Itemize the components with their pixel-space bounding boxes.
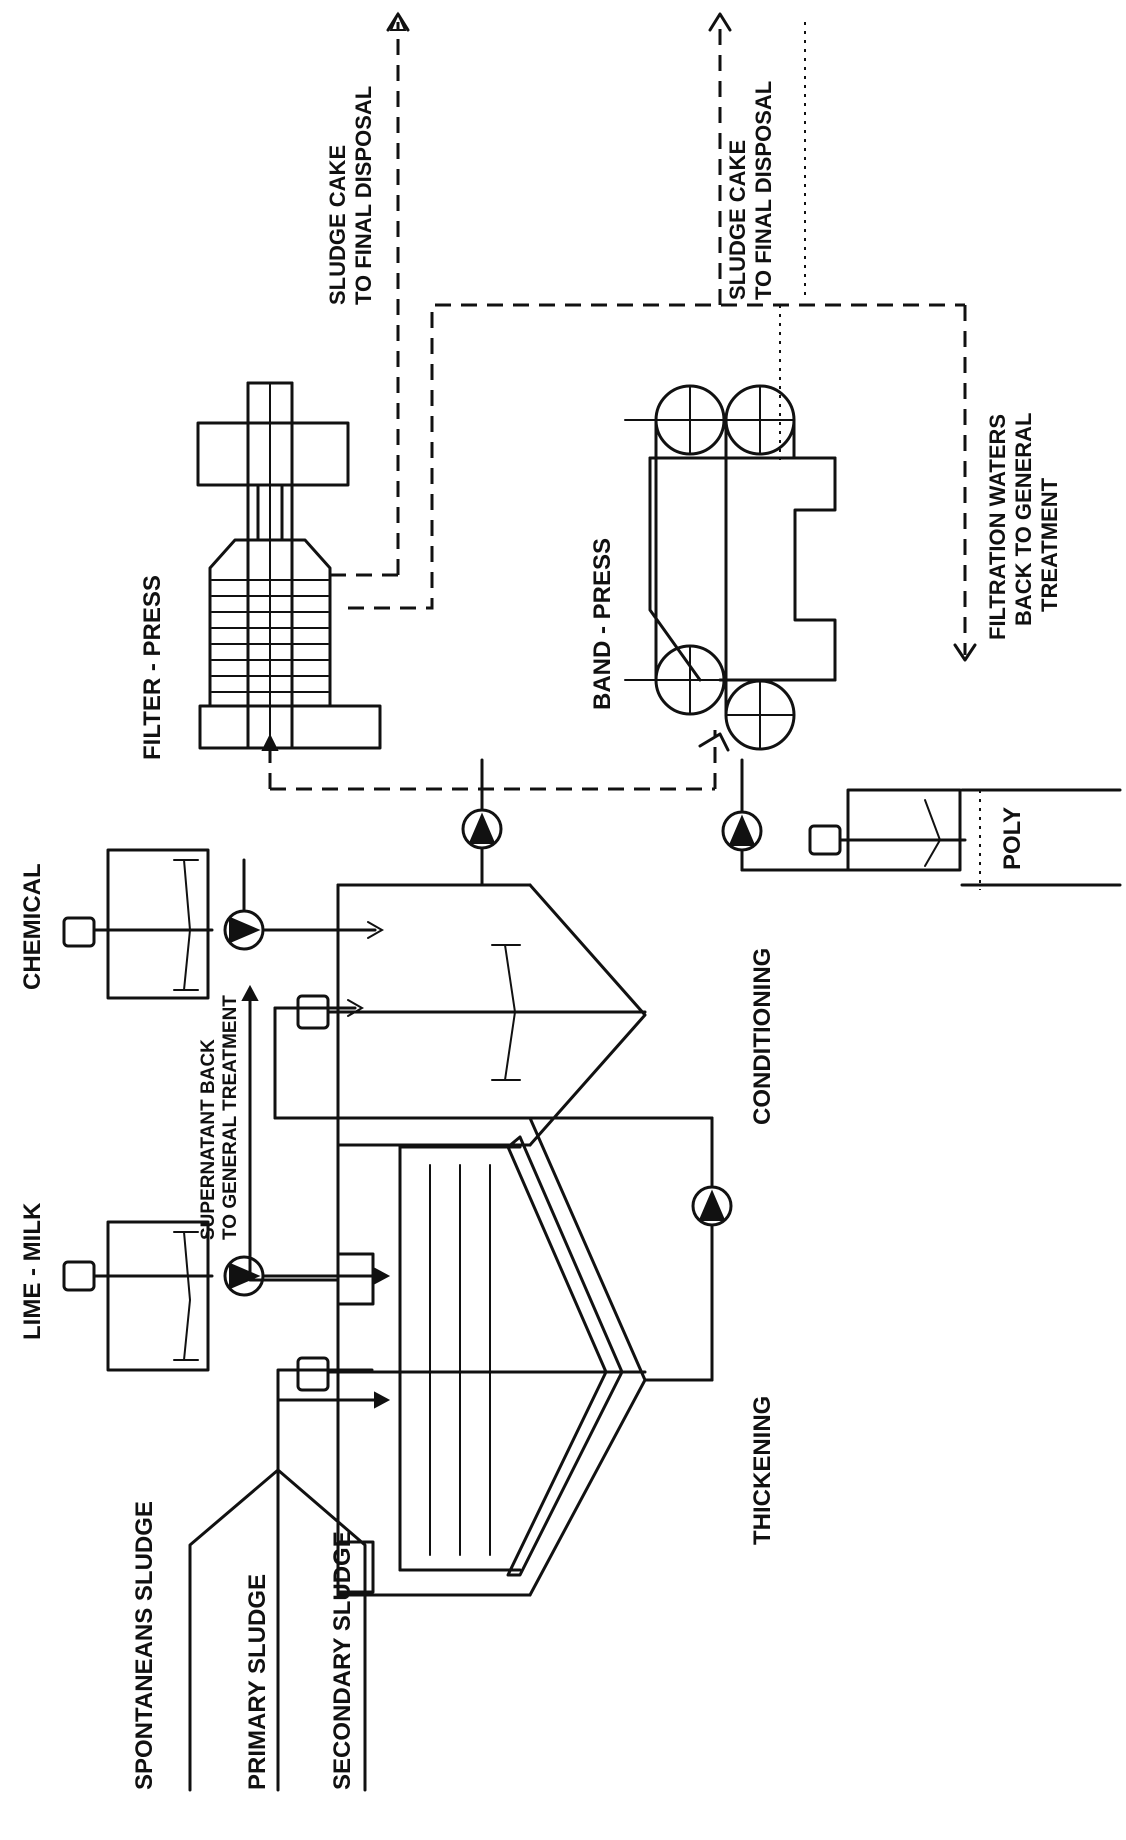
svg-text:TO FINAL DISPOSAL: TO FINAL DISPOSAL (351, 86, 376, 305)
lime-milk-pump (223, 1255, 391, 1297)
inflow-lines (188, 1368, 391, 1792)
conditioned-sludge-pump (461, 758, 503, 887)
band-press (624, 384, 837, 751)
label-conditioning: CONDITIONING (749, 948, 776, 1125)
svg-text:CONDITIONING: CONDITIONING (749, 948, 776, 1125)
svg-text:FILTER - PRESS: FILTER - PRESS (139, 575, 166, 760)
label-cake-2: SLUDGE CAKE TO FINAL DISPOSAL (725, 81, 776, 300)
filter-press (196, 381, 382, 750)
lime-milk-tank (62, 1220, 214, 1372)
label-lime-milk: LIME - MILK (19, 1202, 46, 1340)
svg-text:TO FINAL DISPOSAL: TO FINAL DISPOSAL (751, 81, 776, 300)
poly-pump (721, 758, 850, 872)
svg-text:THICKENING: THICKENING (749, 1396, 776, 1545)
conditioning-tank (296, 883, 647, 1147)
svg-text:SPONTANEANS SLUDGE: SPONTANEANS SLUDGE (131, 1501, 158, 1790)
svg-text:CHEMICAL: CHEMICAL (19, 863, 46, 990)
label-supernatant: SUPERNATANT BACK TO GENERAL TREATMENT (198, 995, 241, 1240)
svg-text:BACK TO GENERAL: BACK TO GENERAL (1011, 413, 1036, 627)
thickened-sludge-pump (273, 999, 733, 1382)
svg-text:FILTRATION WATERS: FILTRATION WATERS (985, 414, 1010, 640)
svg-text:SECONDARY SLUDGE: SECONDARY SLUDGE (329, 1531, 356, 1790)
svg-text:SUPERNATANT BACK: SUPERNATANT BACK (198, 1039, 219, 1240)
supernatant-line (241, 984, 340, 1282)
label-cake-1: SLUDGE CAKE TO FINAL DISPOSAL (325, 86, 376, 305)
svg-text:SLUDGE CAKE: SLUDGE CAKE (325, 145, 350, 305)
svg-text:SLUDGE CAKE: SLUDGE CAKE (725, 140, 750, 300)
svg-text:LIME - MILK: LIME - MILK (19, 1202, 46, 1340)
label-secondary-sludge: SECONDARY SLUDGE (329, 1531, 356, 1790)
cake-lines (330, 11, 977, 662)
svg-text:TREATMENT: TREATMENT (1037, 477, 1062, 612)
svg-text:BAND - PRESS: BAND - PRESS (589, 538, 616, 710)
svg-text:PRIMARY SLUDGE: PRIMARY SLUDGE (244, 1574, 271, 1790)
label-chemical: CHEMICAL (19, 863, 46, 990)
press-feed-lines (261, 730, 730, 791)
thickener-tank (296, 1116, 647, 1597)
label-spontaneous-sludge: SPONTANEANS SLUDGE (131, 1501, 158, 1790)
label-band-press: BAND - PRESS (589, 538, 616, 710)
poly-tank (808, 788, 1122, 890)
label-filtration-waters: FILTRATION WATERS BACK TO GENERAL TREATM… (985, 413, 1062, 641)
chemical-tank (62, 848, 214, 1000)
label-primary-sludge: PRIMARY SLUDGE (244, 1574, 271, 1790)
svg-text:POLY: POLY (999, 807, 1026, 870)
label-poly: POLY (999, 807, 1026, 870)
chemical-pump (223, 858, 385, 951)
svg-text:TO GENERAL TREATMENT: TO GENERAL TREATMENT (220, 995, 241, 1240)
label-filter-press: FILTER - PRESS (139, 575, 166, 760)
label-thickening: THICKENING (749, 1396, 776, 1545)
